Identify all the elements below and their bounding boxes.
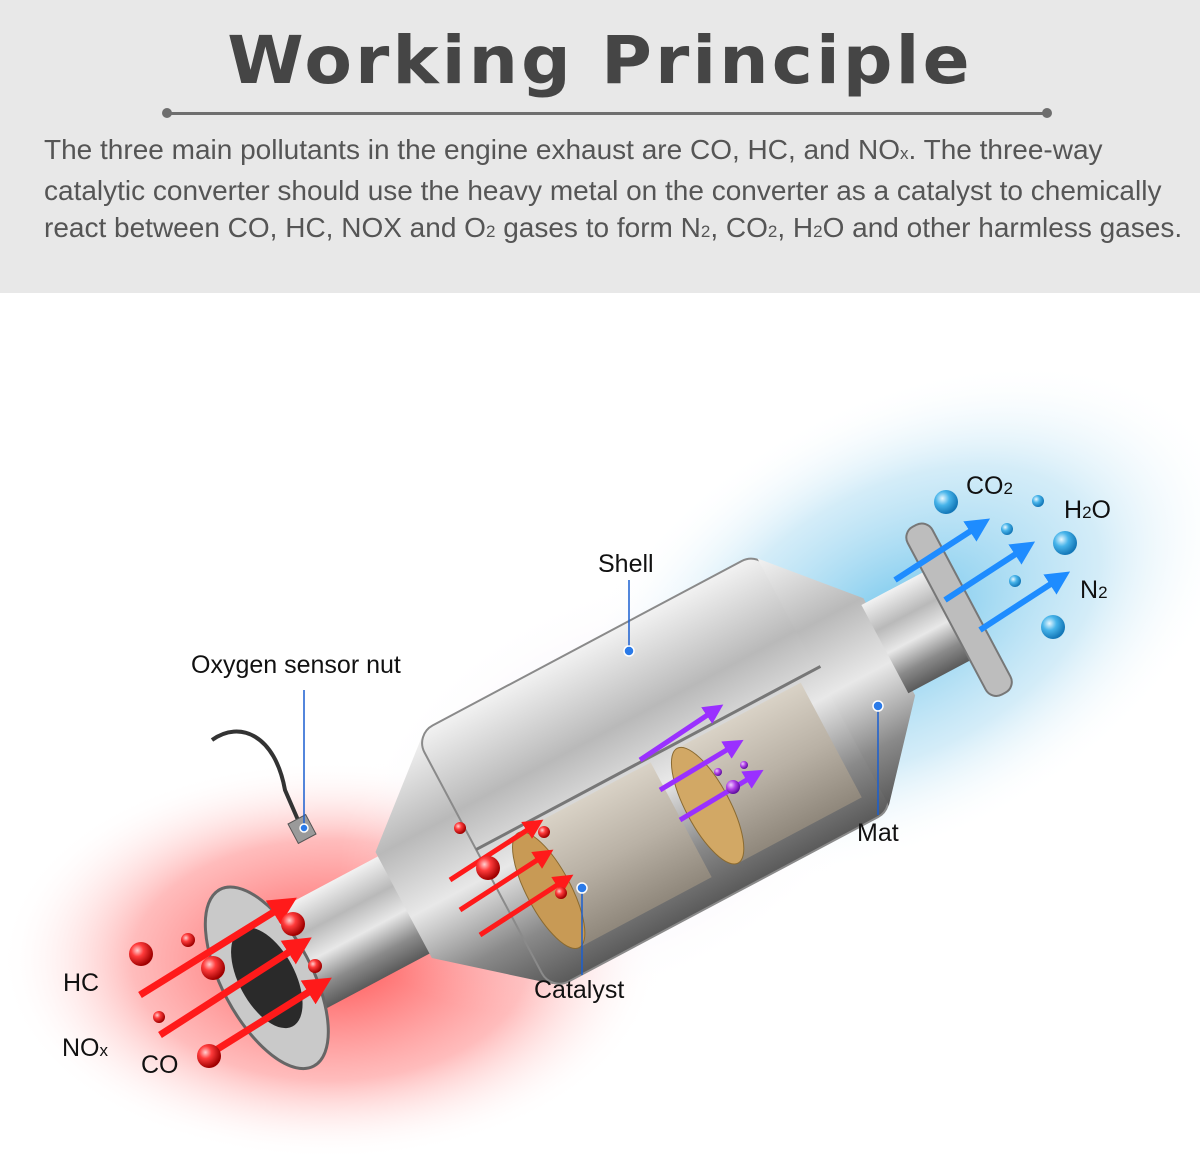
subscript: x [99, 1041, 109, 1060]
outlet-arrow [978, 571, 1071, 633]
text-segment: , H [777, 212, 814, 243]
blue-molecule [1032, 495, 1044, 507]
label-co: CO [141, 1051, 179, 1079]
label-text: NO [62, 1034, 100, 1062]
label-text: N [1080, 576, 1099, 604]
blue-molecule [934, 490, 958, 514]
inner-arrow [458, 849, 554, 913]
inlet-arrows [138, 819, 574, 1063]
inlet-cone [375, 736, 554, 985]
converter-body [203, 522, 1013, 1071]
outlet-arrow [943, 541, 1036, 603]
leader-lines [299, 580, 884, 975]
header-band: Working Principle The three main polluta… [0, 0, 1200, 293]
description-paragraph: The three main pollutants in the engine … [44, 131, 1194, 250]
label-catalyst: Catalyst [534, 976, 625, 1004]
label-co2: CO2 [966, 472, 1013, 501]
text-segment: . The three-way catalytic converter shou… [44, 134, 1162, 243]
blue-molecule [1001, 523, 1013, 535]
outlet-cone [757, 558, 916, 806]
red-molecule [201, 956, 225, 980]
text-segment: O and other harmless gases. [822, 212, 1183, 243]
label-oxygen-sensor-nut: Oxygen sensor nut [191, 651, 401, 679]
sensor-wire [210, 729, 300, 821]
label-nox: NOx [62, 1034, 108, 1063]
subscript: 2 [1098, 583, 1108, 602]
label-text: O [1091, 496, 1111, 524]
purple-molecule [714, 768, 722, 776]
inlet-arrow [158, 937, 312, 1038]
text-segment: The three main pollutants in the engine … [44, 134, 901, 165]
catalyst-leader-dot [576, 882, 588, 894]
outlet-arrow [893, 518, 991, 583]
subscript: 2 [485, 222, 496, 241]
label-text: CO [966, 472, 1004, 500]
label-shell: Shell [598, 550, 654, 578]
label-text: H [1064, 496, 1083, 524]
purple-molecule [726, 780, 740, 794]
mat-leader-dot [872, 700, 884, 712]
subscript: x [900, 144, 909, 163]
red-molecule [308, 959, 322, 973]
purple-molecule [740, 761, 748, 769]
subscript: 2 [700, 222, 711, 241]
red-molecule [281, 912, 305, 936]
product-molecules [934, 490, 1077, 639]
inner-arrow [638, 704, 724, 763]
blue-molecule [1009, 575, 1021, 587]
inner-arrow [448, 819, 544, 883]
red-molecule [538, 826, 550, 838]
inner-arrow [658, 739, 744, 793]
catalytic-converter-diagram [0, 362, 1200, 1160]
outlet-flange [905, 522, 1013, 697]
red-molecule [153, 1011, 165, 1023]
outlet-arrows [893, 518, 1071, 633]
inner-arrow [478, 874, 574, 938]
text-segment: , CO [710, 212, 768, 243]
pollutant-molecules [129, 761, 748, 1068]
shell-leader-dot [623, 645, 635, 657]
red-molecule [197, 1044, 221, 1068]
label-h2o: H2O [1064, 496, 1111, 525]
subscript: 2 [1082, 503, 1092, 522]
shell-seam [475, 665, 822, 851]
red-molecule [454, 822, 466, 834]
inlet-arrow [198, 977, 332, 1063]
subscript: 2 [813, 222, 823, 241]
label-hc: HC [63, 969, 100, 997]
blue-molecule [1041, 615, 1065, 639]
subscript: 2 [1003, 479, 1013, 498]
blue-molecule [1053, 531, 1077, 555]
inlet-arrow [138, 897, 297, 998]
text-segment: gases to form N [495, 212, 701, 243]
sensor-leader-dot [299, 823, 309, 833]
red-molecule [181, 933, 195, 947]
red-molecule [476, 856, 500, 880]
inner-purple-arrows [638, 704, 764, 823]
label-n2: N2 [1080, 576, 1108, 605]
subscript: 2 [767, 222, 778, 241]
inner-arrow [678, 769, 764, 823]
red-molecule [129, 942, 153, 966]
label-mat: Mat [857, 819, 899, 847]
title-divider [162, 108, 1052, 118]
page-title: Working Principle [227, 22, 973, 99]
red-molecule [555, 887, 567, 899]
